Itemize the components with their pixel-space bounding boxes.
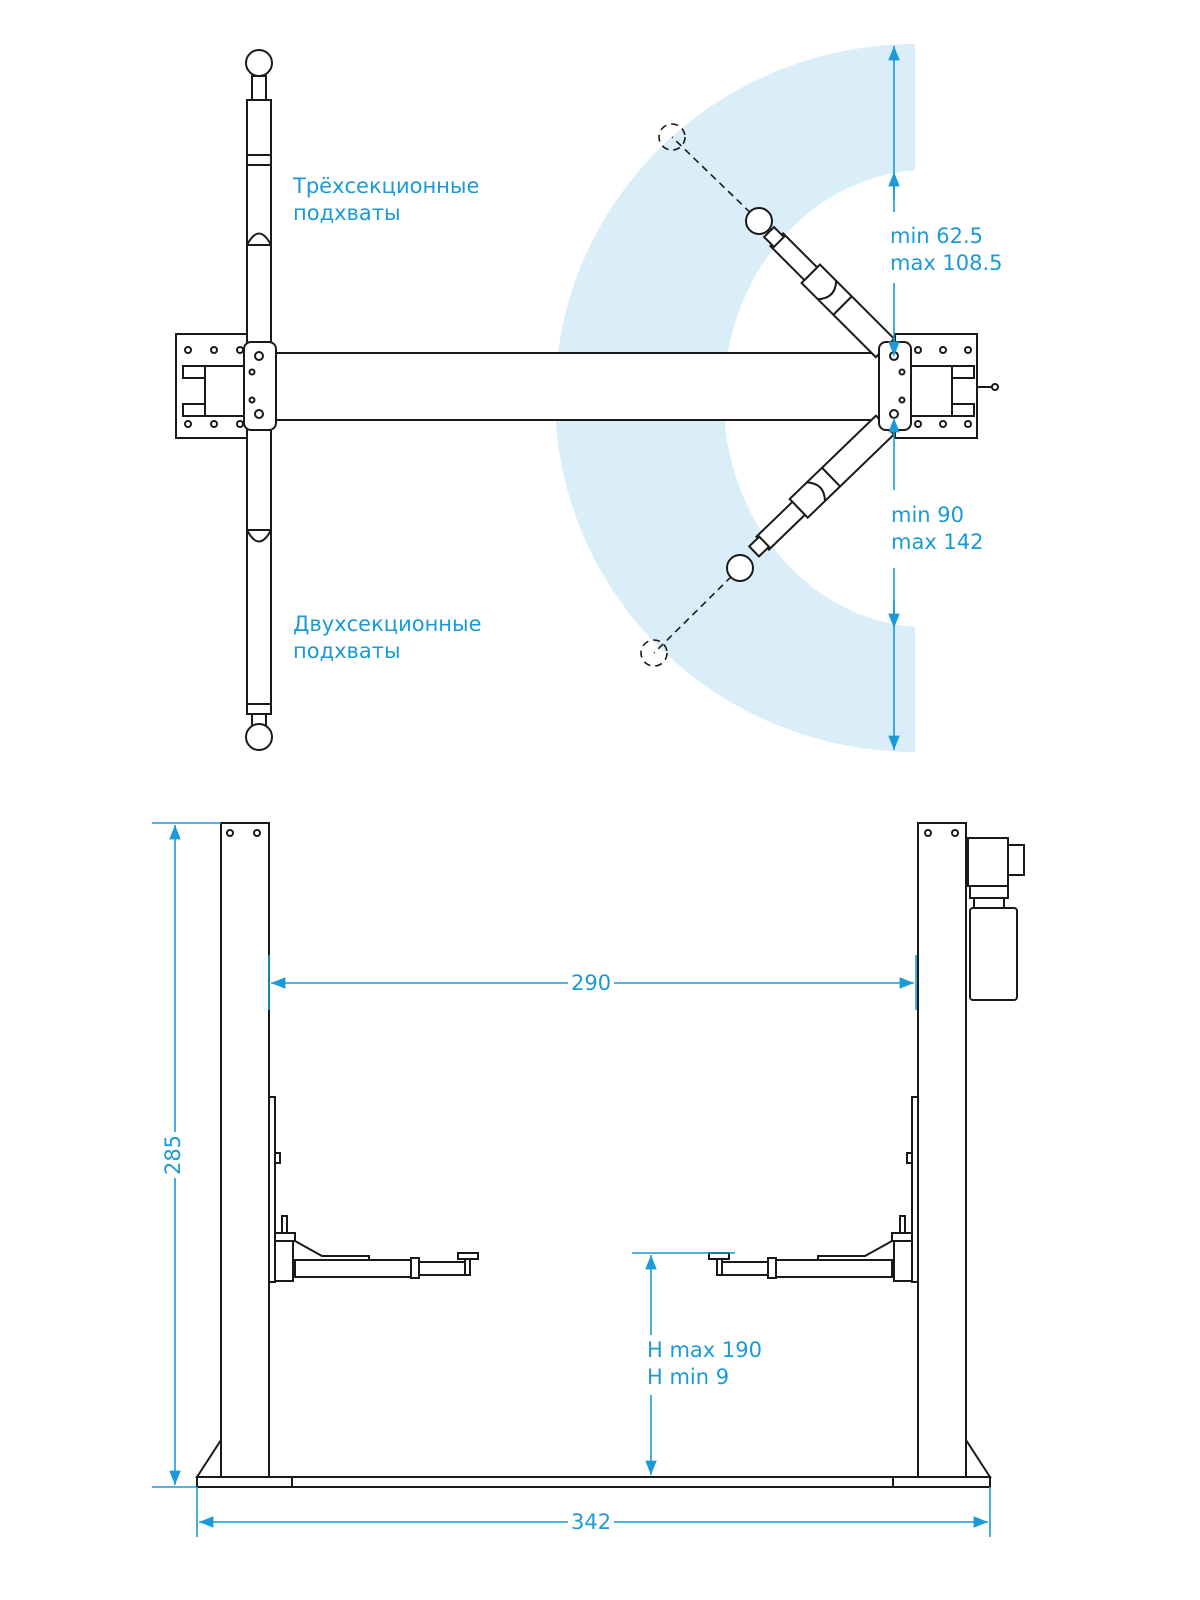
right-post xyxy=(708,822,967,1478)
range-min: min 62.5 xyxy=(890,224,984,248)
base-frame xyxy=(195,1436,992,1488)
height-min: H min 9 xyxy=(647,1365,730,1389)
cross-beam xyxy=(271,352,885,421)
hydraulic-power-unit xyxy=(967,837,1025,1001)
three-section-arms-label: Трёхсекционные подхваты xyxy=(293,173,479,227)
label-line: подхваты xyxy=(293,639,401,663)
range-max: max 108.5 xyxy=(890,251,1003,275)
front-dimensions xyxy=(152,822,991,1537)
label-line: Двухсекционные xyxy=(293,612,482,636)
two-section-arm xyxy=(245,427,273,751)
total-height-dimension: 285 xyxy=(161,1131,186,1179)
label-line: Трёхсекционные xyxy=(293,174,480,198)
upper-arm-range-label: min 62.5 max 108.5 xyxy=(890,223,1003,277)
lift-height-label: H max 190 H min 9 xyxy=(647,1337,762,1391)
total-width-dimension: 342 xyxy=(568,1510,615,1534)
two-section-arms-label: Двухсекционные подхваты xyxy=(293,611,482,665)
arm-reach-zone xyxy=(555,44,915,752)
left-post xyxy=(220,822,479,1478)
range-min: min 90 xyxy=(891,503,964,527)
left-column-top xyxy=(175,333,251,439)
height-max: H max 190 xyxy=(647,1338,762,1362)
label-line: подхваты xyxy=(293,201,401,225)
lower-arm-range-label: min 90 max 142 xyxy=(891,502,984,556)
right-column-top xyxy=(878,333,999,439)
lower-right-arm xyxy=(640,414,896,667)
three-section-arm xyxy=(245,49,273,345)
inner-width-dimension: 290 xyxy=(568,971,615,995)
left-carriage-top xyxy=(243,341,277,431)
range-max: max 142 xyxy=(891,530,984,554)
